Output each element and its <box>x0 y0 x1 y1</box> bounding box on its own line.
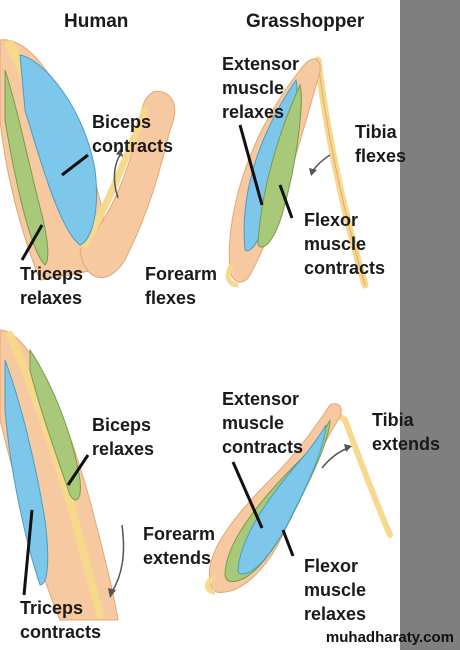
top-flexor-label: Flexor muscle contracts <box>304 210 386 278</box>
grasshopper-leg-flexed <box>225 56 369 289</box>
top-biceps-label: Biceps contracts <box>92 112 174 156</box>
grasshopper-leg-extended <box>205 403 393 595</box>
top-extensor-label: Extensor muscle relaxes <box>222 54 300 122</box>
triceps-muscle-contracted <box>4 359 49 586</box>
human-header: Human <box>64 11 129 32</box>
triceps-muscle <box>4 69 49 266</box>
watermark-text: muhadharaty.com <box>325 629 454 646</box>
top-forearm-label: Forearm flexes <box>145 264 218 308</box>
bottom-flexor-label: Flexor muscle relaxes <box>304 556 367 624</box>
right-gray-margin <box>400 0 460 650</box>
bottom-triceps-label: Triceps contracts <box>20 598 102 642</box>
biceps-muscle <box>19 54 98 246</box>
top-tibia-label: Tibia flexes <box>355 122 407 166</box>
flexor-muscle <box>257 83 302 248</box>
top-triceps-label: Triceps relaxes <box>20 264 84 308</box>
human-arm-flexed <box>0 39 176 281</box>
bottom-tibia-label: Tibia extends <box>372 410 441 454</box>
biceps-muscle-relaxed <box>29 348 81 501</box>
human-arm-extended <box>0 329 125 621</box>
bottom-forearm-label: Forearm extends <box>143 524 216 568</box>
extensor-muscle-contracted <box>237 424 327 575</box>
grasshopper-header: Grasshopper <box>246 11 365 32</box>
bottom-biceps-label: Biceps relaxes <box>92 415 155 459</box>
bottom-extensor-label: Extensor muscle contracts <box>222 389 304 457</box>
